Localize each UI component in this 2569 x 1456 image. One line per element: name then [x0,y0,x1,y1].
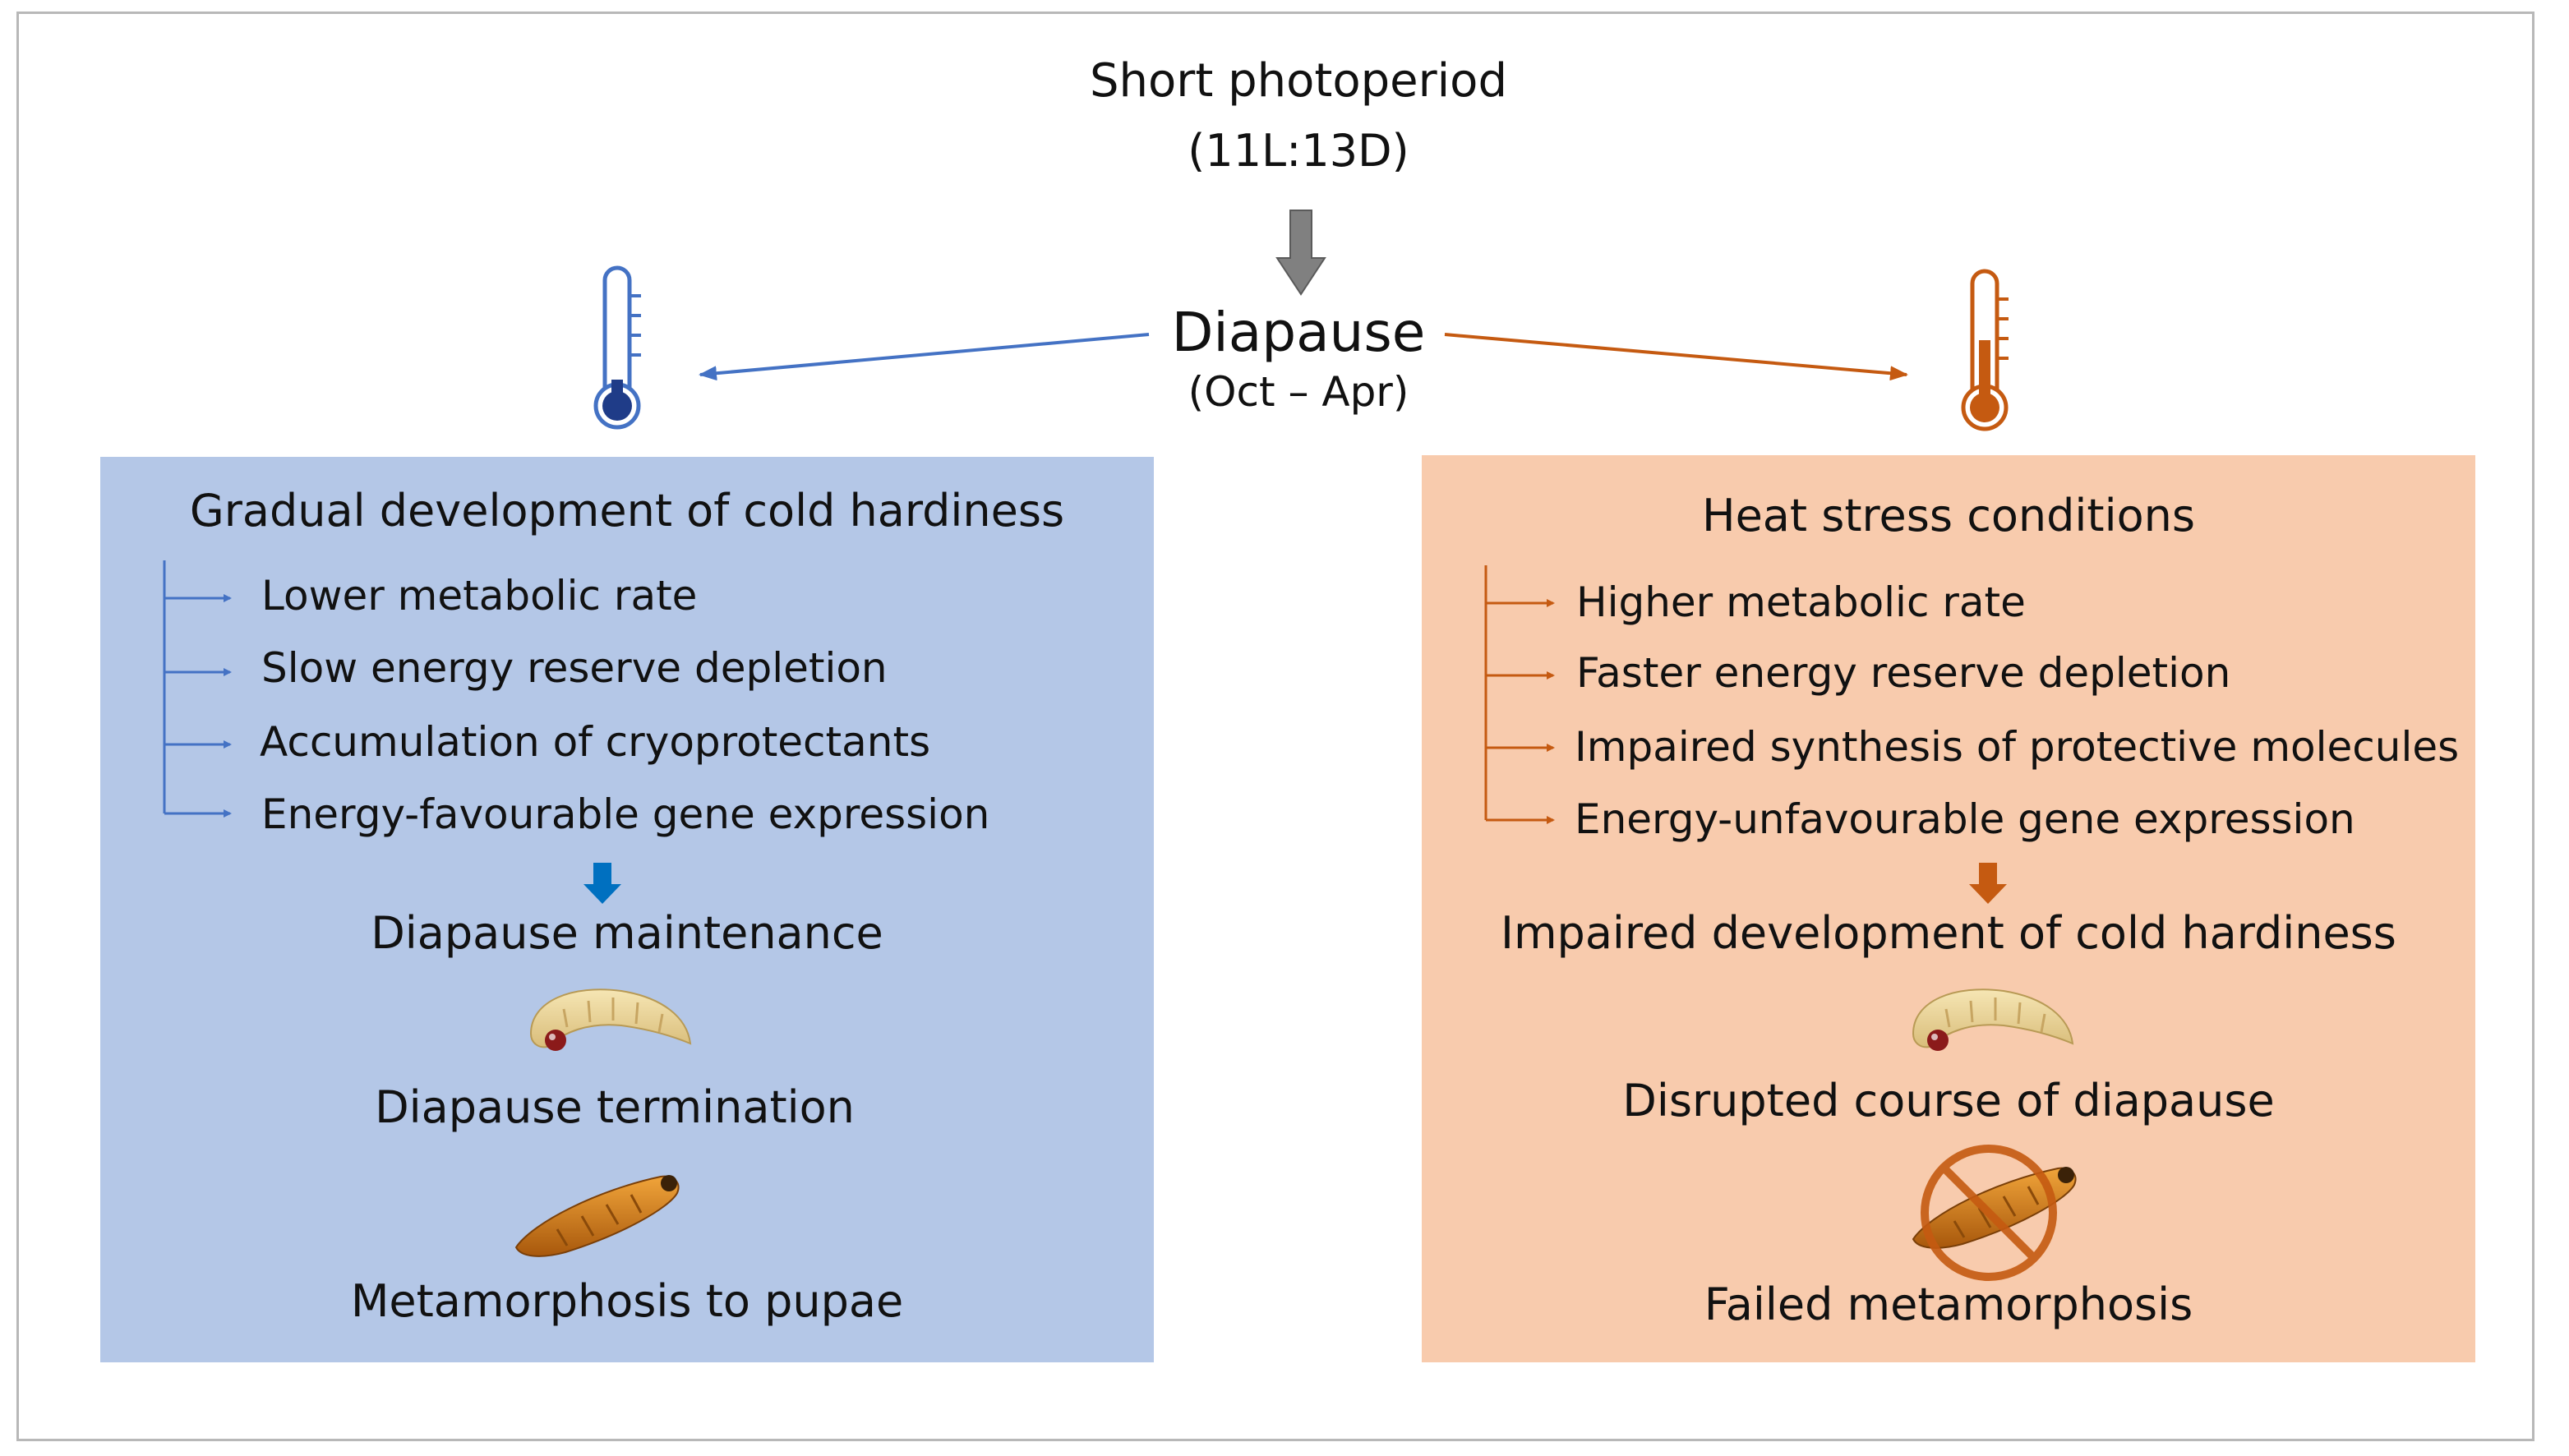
heat-down-arrow [1969,863,2007,904]
heat-stage-disrupted: Disrupted course of diapause [1622,1075,2275,1127]
pupa-icon [514,1175,680,1257]
cold-item: Energy-favourable gene expression [261,790,990,838]
cold-item: Accumulation of cryoprotectants [260,718,931,766]
heat-item: Faster energy reserve depletion [1576,649,2231,697]
cold-item: Slow energy reserve depletion [261,644,888,692]
cold-down-arrow [583,863,621,904]
heat-panel-title: Heat stress conditions [1701,490,2196,541]
arrow-to-heat [1444,333,1908,381]
cold-bracket [163,560,232,818]
heat-item: Energy-unfavourable gene expression [1575,795,2355,843]
larva-icon [1912,988,2074,1051]
larva-icon [529,988,692,1051]
diapause-label: Diapause [1171,301,1426,364]
photoperiod-detail: (11L:13D) [1188,125,1409,177]
photoperiod-arrow [1275,210,1326,296]
thermometer-hot-icon [1961,269,2009,431]
cold-stage-termination: Diapause termination [375,1081,855,1133]
heat-bracket [1484,565,1555,824]
heat-stage-failed: Failed metamorphosis [1704,1279,2193,1330]
thermometer-cold-icon [593,265,641,430]
prohibited-icon [1921,1145,2057,1281]
diapause-period: (Oct – Apr) [1188,368,1409,416]
photoperiod-label: Short photoperiod [1090,54,1507,108]
heat-item: Higher metabolic rate [1576,578,2026,626]
arrow-to-cold [699,333,1150,381]
heat-item: Impaired synthesis of protective molecul… [1575,723,2460,771]
cold-result: Diapause maintenance [371,907,883,959]
cold-stage-metamorphosis: Metamorphosis to pupae [350,1275,904,1327]
heat-result: Impaired development of cold hardiness [1501,907,2396,959]
figure-frame [16,12,2534,1441]
cold-panel-title: Gradual development of cold hardiness [189,485,1065,537]
cold-item: Lower metabolic rate [261,572,698,620]
